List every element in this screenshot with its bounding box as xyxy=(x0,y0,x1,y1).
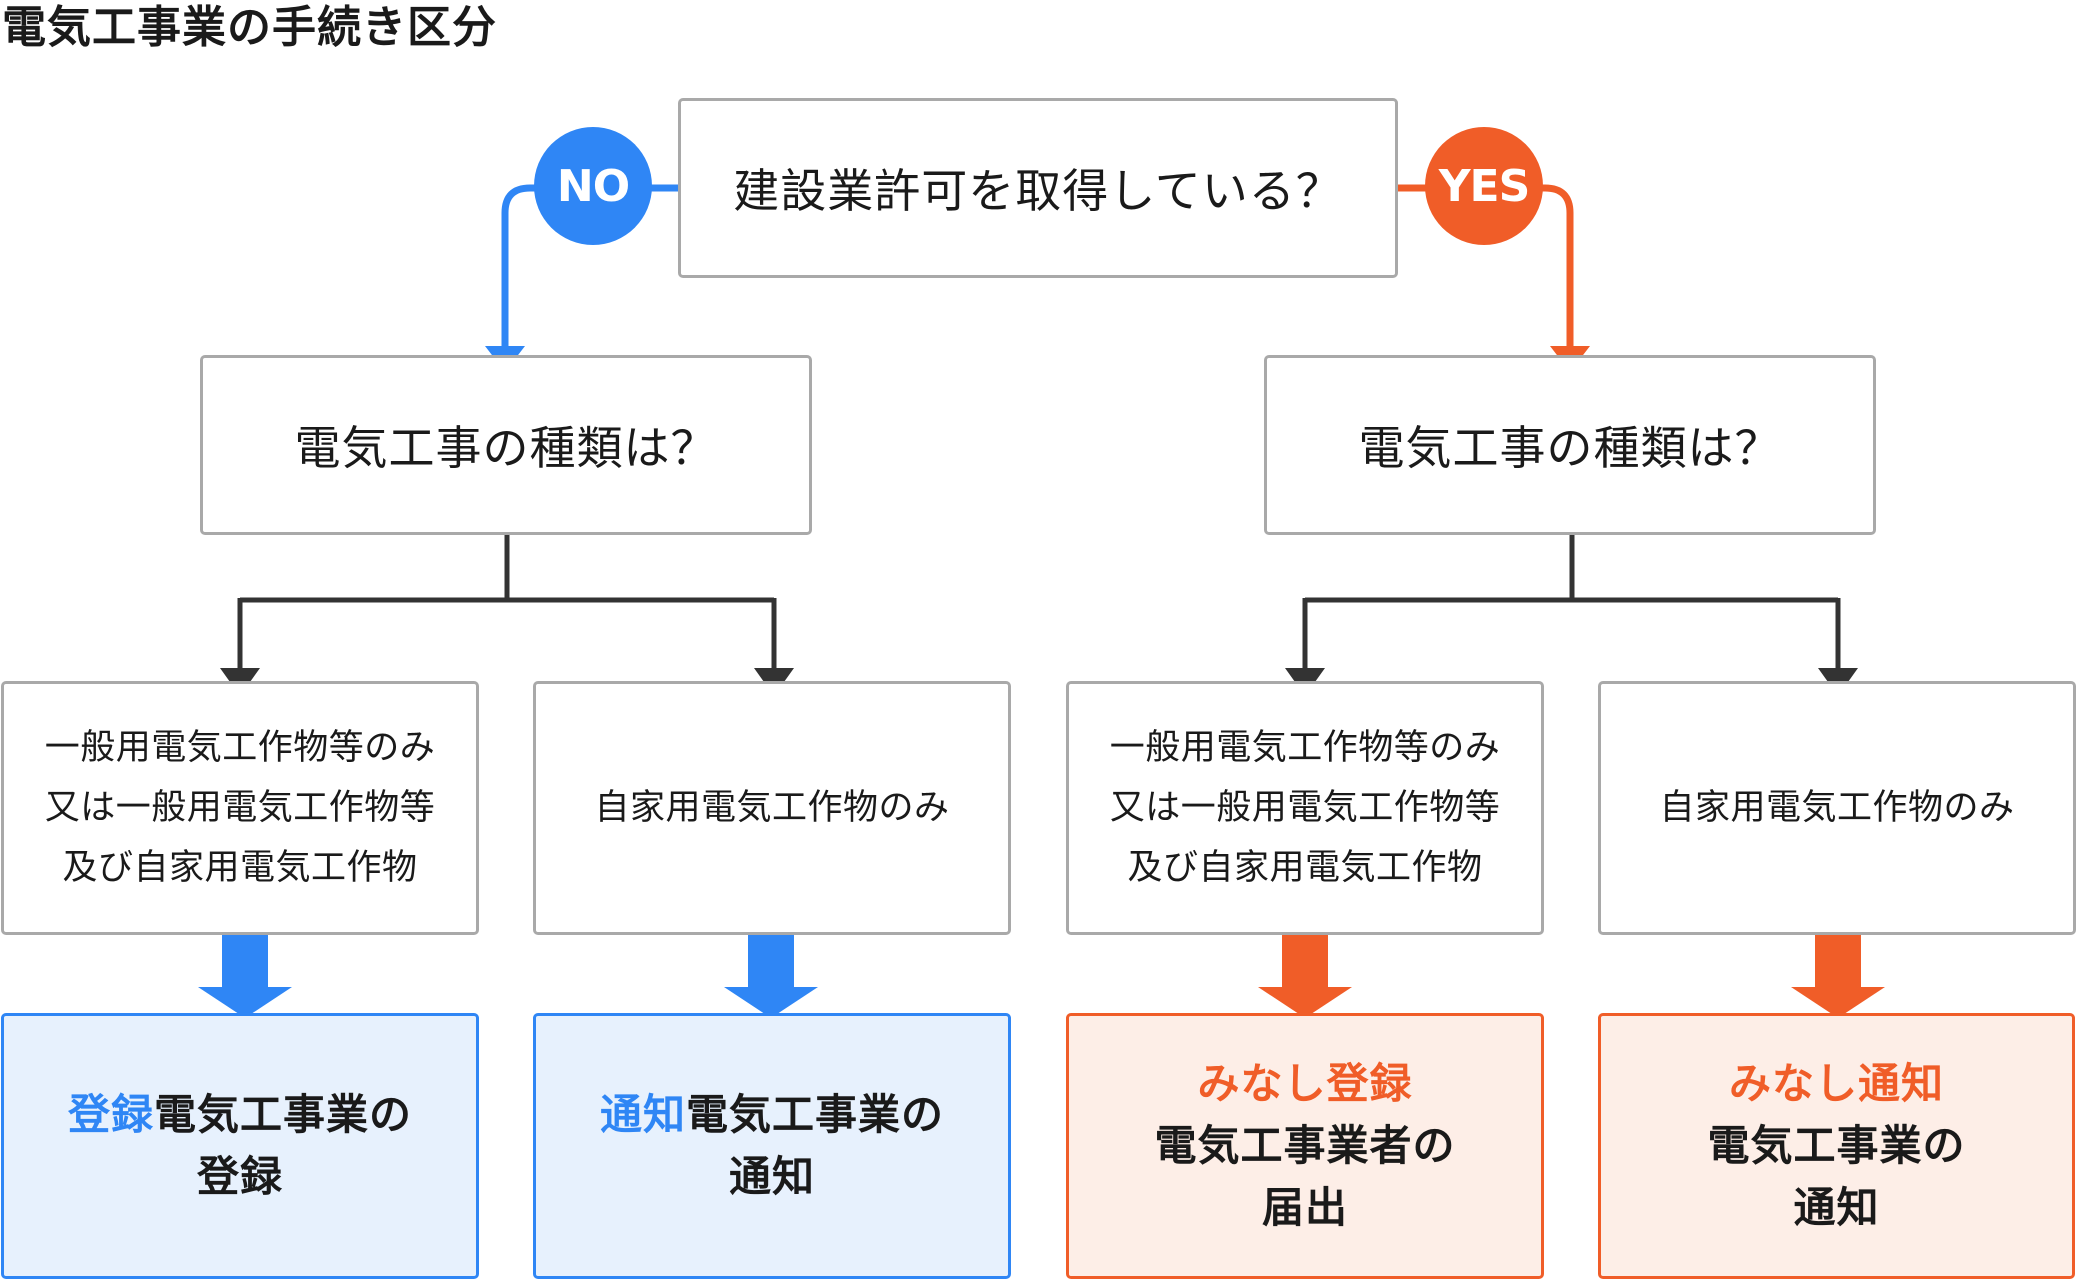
option-line: 自家用電気工作物のみ xyxy=(594,788,950,828)
result-deemed-notification-box: みなし通知 電気工事業の 通知 xyxy=(1598,1013,2075,1279)
result-deemed-registration-box: みなし登録 電気工事業者の 届出 xyxy=(1066,1013,1544,1279)
yes-question-text: 電気工事の種類は？ xyxy=(1358,421,1782,475)
yes-badge-label: YES xyxy=(1438,160,1531,212)
yes-option-1-box: 一般用電気工作物等のみ 又は一般用電気工作物等 及び自家用電気工作物 xyxy=(1066,681,1544,935)
result-text: 電気工事業の xyxy=(154,1090,413,1139)
result-line-2: 通知 xyxy=(728,1152,815,1201)
page-title: 電気工事業の手続き区分 xyxy=(2,2,497,53)
result-line-1: 登録電気工事業の xyxy=(68,1084,412,1146)
root-question-text: 建設業許可を取得している？ xyxy=(733,164,1343,218)
block-arrow-3 xyxy=(1258,935,1352,1018)
option-line: 及び自家用電気工作物 xyxy=(62,848,418,888)
block-arrow-4 xyxy=(1791,935,1885,1018)
option-line: 及び自家用電気工作物 xyxy=(1127,848,1483,888)
result-registration-box: 登録電気工事業の 登録 xyxy=(1,1013,479,1279)
result-notification-box: 通知電気工事業の 通知 xyxy=(533,1013,1011,1279)
option-line: 一般用電気工作物等のみ xyxy=(44,728,436,768)
root-question-box: 建設業許可を取得している？ xyxy=(678,98,1398,278)
result-line-2: 電気工事業の xyxy=(1707,1121,1966,1170)
block-arrow-1 xyxy=(198,935,292,1018)
option-line: 又は一般用電気工作物等 xyxy=(1109,788,1501,828)
no-question-box: 電気工事の種類は？ xyxy=(200,355,812,535)
result-line-3: 通知 xyxy=(1793,1183,1880,1232)
option-line: 一般用電気工作物等のみ xyxy=(1109,728,1501,768)
yes-connector xyxy=(1397,184,1574,352)
no-badge-label: NO xyxy=(556,160,630,212)
result-line-3: 届出 xyxy=(1261,1183,1348,1232)
no-option-2-box: 自家用電気工作物のみ xyxy=(533,681,1011,935)
result-line-1: 通知電気工事業の xyxy=(600,1084,944,1146)
option-line: 自家用電気工作物のみ xyxy=(1659,788,2015,828)
yes-question-box: 電気工事の種類は？ xyxy=(1264,355,1876,535)
result-highlight: みなし通知 xyxy=(1728,1059,1944,1108)
block-arrow-2 xyxy=(724,935,818,1018)
no-badge: NO xyxy=(534,127,652,245)
result-highlight: 登録 xyxy=(67,1090,154,1139)
result-line-2: 登録 xyxy=(196,1152,283,1201)
yes-badge: YES xyxy=(1425,127,1543,245)
no-option-1-box: 一般用電気工作物等のみ 又は一般用電気工作物等 及び自家用電気工作物 xyxy=(1,681,479,935)
yes-option-2-box: 自家用電気工作物のみ xyxy=(1598,681,2076,935)
result-line-2: 電気工事業者の xyxy=(1154,1121,1456,1170)
no-question-text: 電気工事の種類は？ xyxy=(294,421,718,475)
no-split-connector xyxy=(237,534,777,672)
result-highlight: 通知 xyxy=(599,1090,686,1139)
result-text: 電気工事業の xyxy=(686,1090,945,1139)
no-connector xyxy=(501,184,678,352)
result-highlight: みなし登録 xyxy=(1197,1059,1413,1108)
option-line: 又は一般用電気工作物等 xyxy=(44,788,436,828)
yes-split-connector xyxy=(1302,534,1841,672)
